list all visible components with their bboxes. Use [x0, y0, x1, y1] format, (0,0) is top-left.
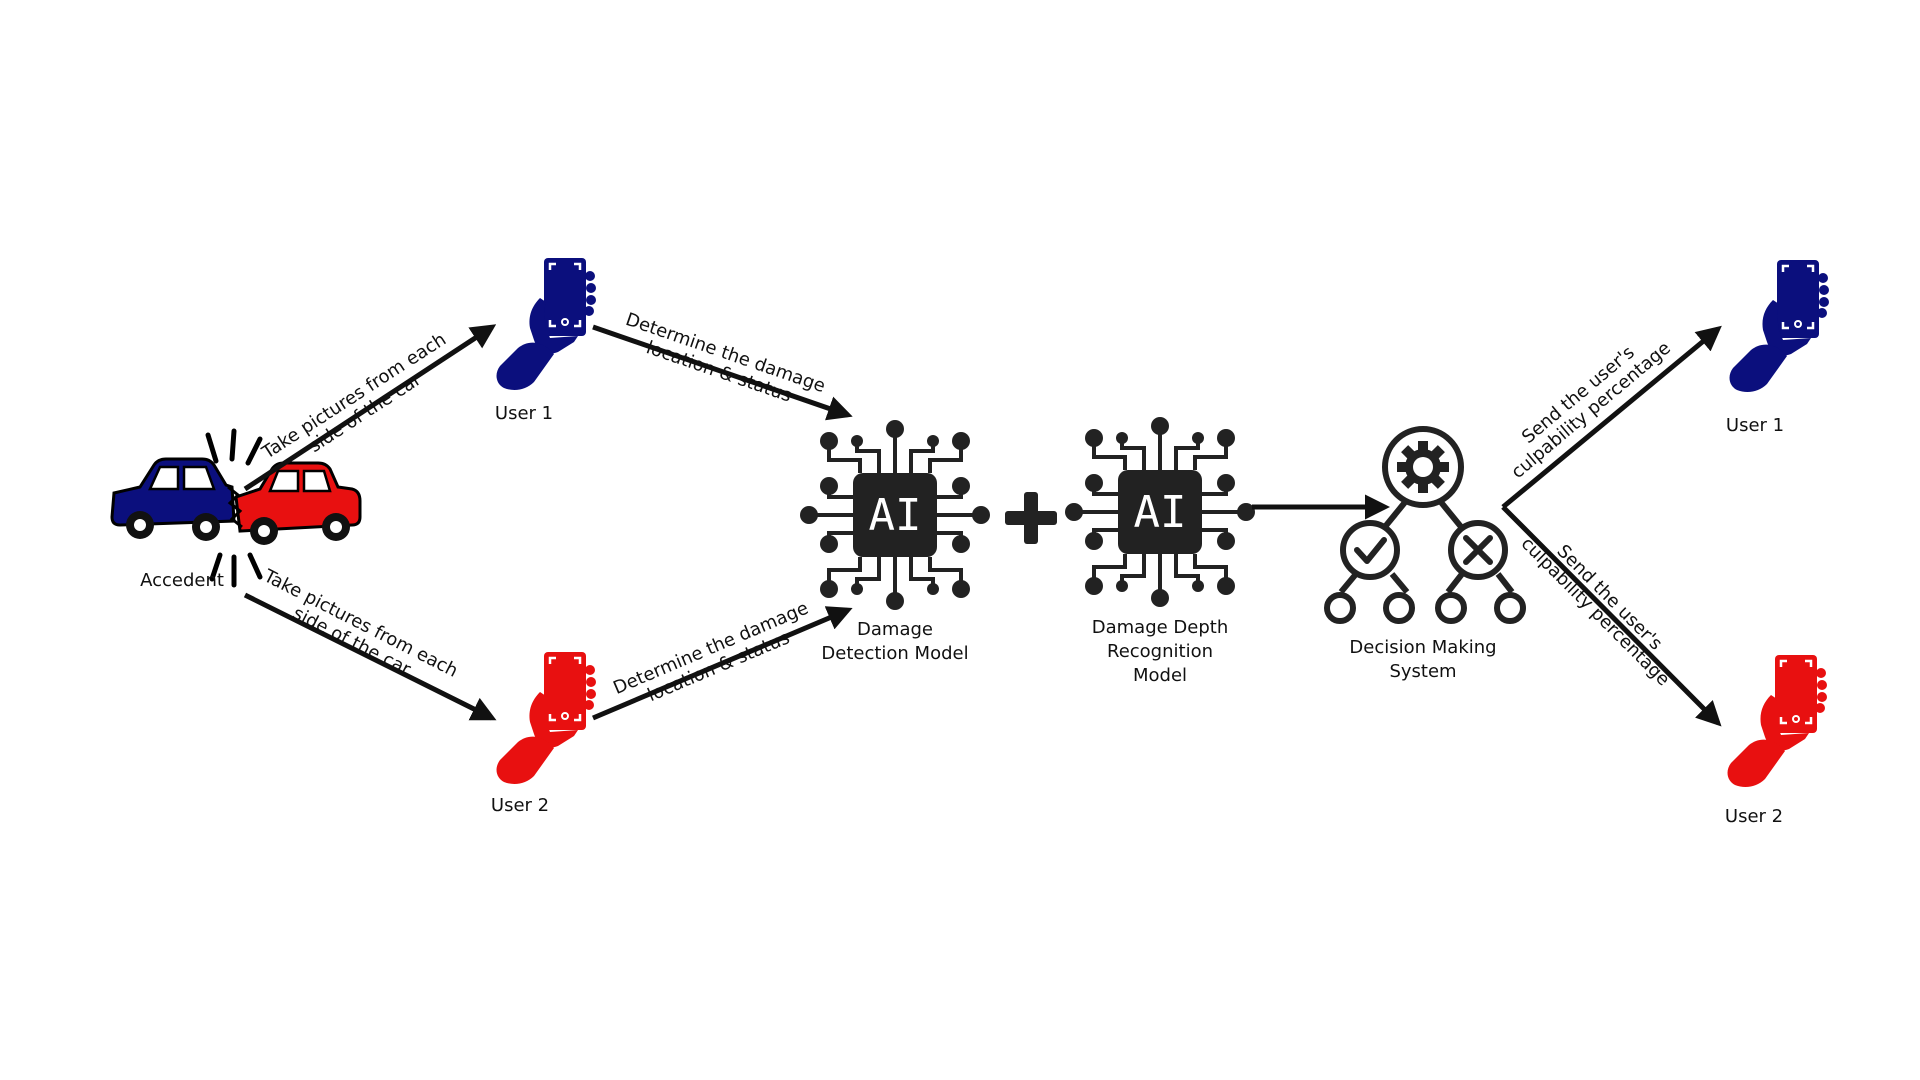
- damage-detection-ai-chip-icon: AI: [798, 418, 992, 612]
- decision-making-label: Decision Making System: [1349, 637, 1497, 682]
- accident-label: Accedent: [140, 570, 224, 591]
- arrow-decision-to-user1: [1501, 325, 1722, 509]
- decision-tree-icon: [1324, 426, 1526, 624]
- red-car-icon: [234, 461, 362, 545]
- damage-depth-label: Damage Depth Recognition Model: [1091, 617, 1229, 686]
- user1-right-phone-icon: [1728, 258, 1831, 394]
- arrow-user2-to-detection: [592, 606, 853, 721]
- user1-left-phone-icon: [495, 256, 598, 392]
- arrow-accident-to-user1: [243, 324, 497, 492]
- arrow-user1-to-detection: [592, 324, 853, 421]
- gear-icon: [1397, 441, 1449, 493]
- damage-detection-label: Damage Detection Model: [821, 619, 969, 664]
- user2-left-phone-icon: [495, 650, 598, 786]
- impact-lines-icon: [205, 428, 263, 588]
- car-crash-icon: [110, 428, 362, 588]
- damage-depth-ai-chip-icon: AI: [1063, 415, 1257, 609]
- ai-chip-label: AI: [869, 490, 922, 541]
- cross-icon: [1463, 535, 1493, 565]
- plus-icon: [1005, 492, 1057, 544]
- check-icon: [1354, 537, 1387, 564]
- user2-right-phone-icon: [1726, 653, 1829, 789]
- user1-left-label: User 1: [494, 403, 554, 424]
- arrow-accident-to-user2: [243, 592, 497, 721]
- ai-chip-label: AI: [1134, 487, 1187, 538]
- arrow-decision-to-user2: [1501, 505, 1722, 727]
- user1-right-label: User 1: [1725, 415, 1785, 436]
- user2-left-label: User 2: [490, 795, 550, 816]
- user2-right-label: User 2: [1724, 806, 1784, 827]
- blue-car-icon: [110, 457, 236, 541]
